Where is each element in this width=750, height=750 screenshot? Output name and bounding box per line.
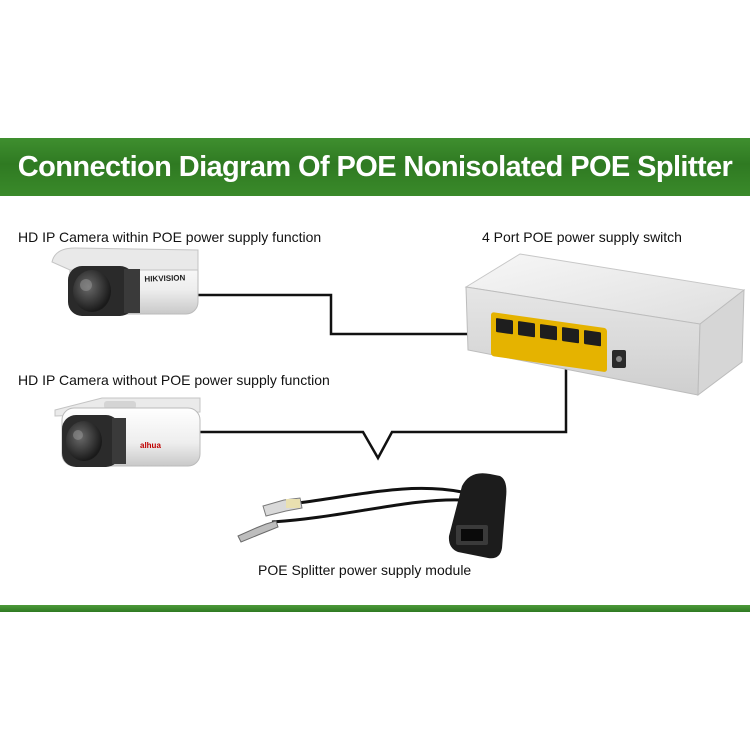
cables xyxy=(190,293,568,524)
switch-port-1 xyxy=(496,318,513,335)
cable-splitter-rj45-lead xyxy=(297,486,463,505)
camera-poe-brand: HIKVISION xyxy=(144,273,185,283)
label-camera-non-poe: HD IP Camera without POE power supply fu… xyxy=(18,372,330,388)
cable-switch-to-splitter xyxy=(190,352,568,461)
camera-poe: HIKVISION xyxy=(51,247,199,316)
footer-bar xyxy=(0,605,750,612)
poe-switch xyxy=(464,253,746,397)
camera-non-poe-brand: alhua xyxy=(140,441,161,450)
switch-port-5 xyxy=(584,330,601,347)
label-switch: 4 Port POE power supply switch xyxy=(482,229,682,245)
label-camera-poe: HD IP Camera within POE power supply fun… xyxy=(18,229,322,245)
switch-ports xyxy=(496,318,601,347)
switch-port-2 xyxy=(518,321,535,338)
switch-port-3 xyxy=(540,324,557,341)
cable-poe-camera-to-switch xyxy=(196,293,498,336)
label-splitter: POE Splitter power supply module xyxy=(258,562,472,578)
switch-port-4 xyxy=(562,327,579,344)
cable-splitter-dc-lead xyxy=(271,498,463,524)
title-banner: Connection Diagram Of POE Nonisolated PO… xyxy=(0,138,750,196)
page-title: Connection Diagram Of POE Nonisolated PO… xyxy=(17,151,733,183)
camera-non-poe: alhua xyxy=(54,397,201,467)
poe-splitter xyxy=(237,473,507,559)
